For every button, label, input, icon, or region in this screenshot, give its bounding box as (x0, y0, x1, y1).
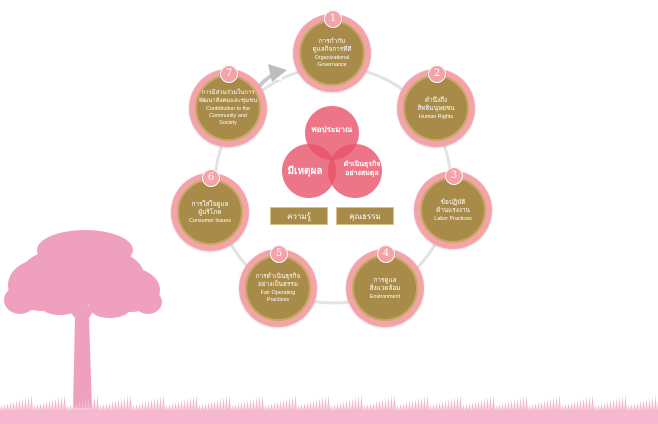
node-number-badge: 6 (202, 169, 220, 187)
venn-label-left: มีเหตุผล (287, 166, 323, 177)
node-en-label: Human Rights (418, 113, 454, 120)
tag-morality: คุณธรรม (336, 207, 394, 225)
tag-knowledge: ความรู้ (270, 207, 328, 225)
node-number-badge: 4 (377, 245, 395, 263)
node-number-badge: 5 (270, 245, 288, 263)
node-th-label: การดำเนินธุรกิจ อย่างเป็นธรรม (255, 272, 301, 288)
node-number-badge: 7 (220, 65, 238, 83)
venn-label-top: พอประมาณ (311, 125, 353, 134)
tree-icon (4, 230, 162, 408)
node-organizational-governance: การกำกับ ดูแลกิจการที่ดี Organizational G… (293, 14, 371, 92)
node-en-label: Environment (369, 293, 401, 300)
node-th-label: การดูแล สิ่งแวดล้อม (369, 275, 401, 292)
node-fair-operating-practices: การดำเนินธุรกิจ อย่างเป็นธรรม Fair Operat… (239, 249, 317, 327)
node-th-label: การกำกับ ดูแลกิจการที่ดี (312, 37, 352, 53)
node-number-badge: 3 (445, 167, 463, 185)
venn-diagram (282, 106, 382, 198)
node-th-label: การมีส่วนร่วมในการ พัฒนาสังคมและชุมชน (198, 89, 258, 104)
node-en-label: Organizational Governance (314, 55, 350, 68)
node-th-label: คำนึงถึง สิทธิมนุษยชน (417, 95, 455, 112)
node-en-label: Labor Practices (434, 215, 472, 222)
node-en-label: Fair Operating Practices (260, 290, 296, 303)
node-th-label: ข้อปฏิบัติ ด้านแรงงาน (436, 197, 470, 214)
venn-circle-left (282, 144, 336, 198)
node-en-label: Contribution to the Community and Societ… (205, 106, 251, 126)
node-number-badge: 2 (428, 65, 446, 83)
node-number-badge: 1 (324, 10, 342, 28)
venn-label-right: ดำเนินธุรกิจ อย่างสมดุล (343, 160, 381, 177)
venn-circle-right (328, 144, 382, 198)
node-en-label: Consumer Issues (189, 217, 231, 224)
node-th-label: การใส่ใจดูแล ผู้บริโภค (191, 199, 229, 216)
node-community-society: การมีส่วนร่วมในการ พัฒนาสังคมและชุมชน Con… (189, 69, 267, 147)
arrow-icon (268, 64, 287, 82)
grass-icon (0, 395, 658, 424)
